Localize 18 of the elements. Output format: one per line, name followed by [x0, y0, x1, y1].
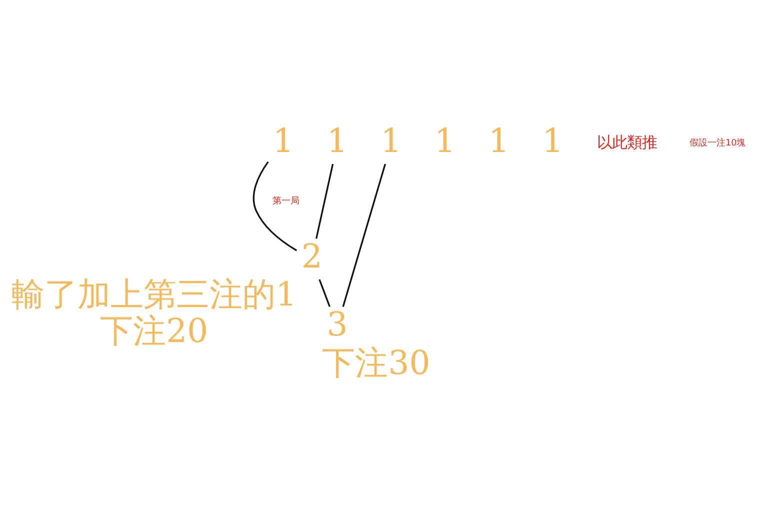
node-text: 1: [380, 120, 402, 160]
node-label: 下注30: [322, 342, 430, 382]
node-label: 輸了加上第三注的1: [12, 274, 297, 314]
label: 假設一注10塊: [690, 138, 746, 148]
node-text: 1: [326, 120, 348, 160]
node-label: 下注20: [100, 310, 208, 350]
node-text: 2: [301, 236, 322, 275]
connector: [252, 160, 298, 251]
connector: [318, 278, 330, 306]
label: 第一局: [272, 196, 300, 206]
node-text: 3: [326, 304, 348, 343]
node-text: 1: [488, 120, 510, 160]
connector: [316, 163, 334, 238]
node-text: 1: [272, 120, 294, 160]
node-text: 1: [542, 120, 564, 160]
connector: [342, 163, 386, 306]
label: 以此類推: [596, 132, 657, 151]
node-text: 1: [434, 120, 456, 160]
